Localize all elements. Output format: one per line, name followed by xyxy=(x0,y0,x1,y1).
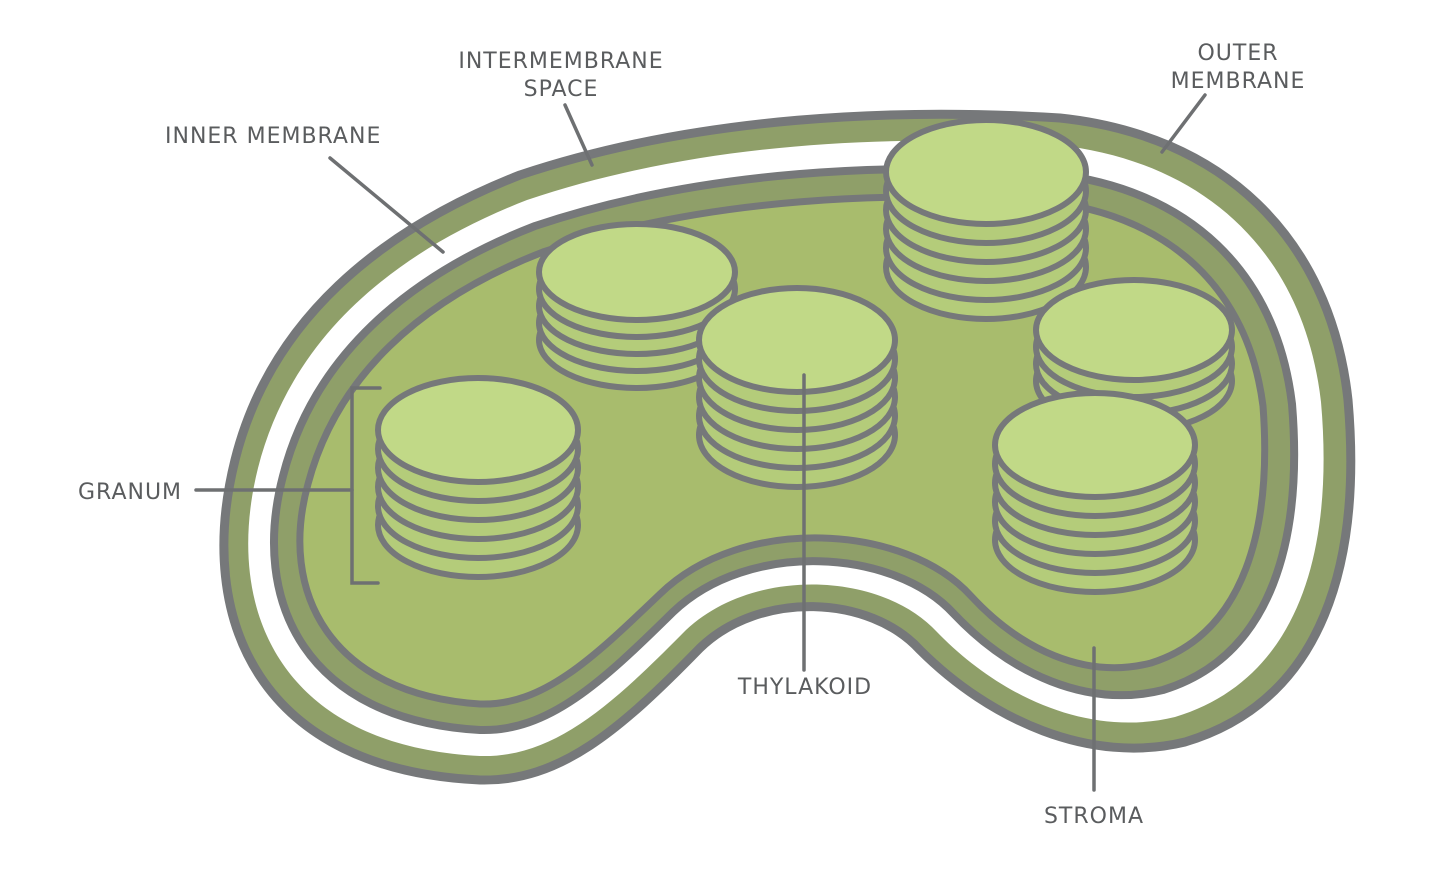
labels: INTERMEMBRANE SPACE OUTER MEMBRANE INNER… xyxy=(78,41,1306,829)
leader-outer-membrane xyxy=(1160,93,1207,154)
leader-intermembrane-space xyxy=(563,103,594,167)
granum-stack xyxy=(696,285,898,490)
thylakoid-disc xyxy=(883,117,1089,227)
granum-stack xyxy=(1033,277,1235,434)
label-granum: GRANUM xyxy=(78,480,182,505)
thylakoid-disc xyxy=(696,285,898,395)
granum-stack xyxy=(375,375,581,580)
grana-group xyxy=(375,117,1235,595)
granum-stack xyxy=(883,117,1089,322)
granum-bracket xyxy=(350,386,382,585)
label-outer-membrane-line1: OUTER xyxy=(1197,41,1278,66)
thylakoid-disc xyxy=(375,375,581,485)
label-intermembrane-space-line1: INTERMEMBRANE xyxy=(458,49,663,74)
thylakoid-disc xyxy=(992,390,1198,500)
label-stroma: STROMA xyxy=(1044,804,1144,829)
granum-stack xyxy=(536,221,738,391)
thylakoid-disc xyxy=(1033,277,1235,383)
label-intermembrane-space-line2: SPACE xyxy=(524,77,599,102)
label-thylakoid: THYLAKOID xyxy=(737,675,872,700)
leader-lines xyxy=(194,93,1207,792)
granum-stack xyxy=(992,390,1198,595)
leader-inner-membrane xyxy=(328,156,445,254)
label-inner-membrane: INNER MEMBRANE xyxy=(165,124,381,149)
thylakoid-disc xyxy=(536,221,738,323)
label-outer-membrane-line2: MEMBRANE xyxy=(1171,69,1306,94)
